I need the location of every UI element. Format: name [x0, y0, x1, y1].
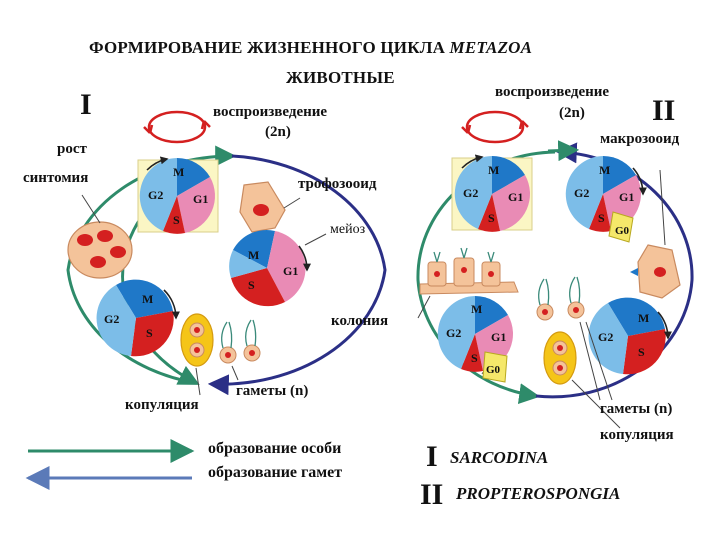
cycle-one-blue-arc: [207, 154, 387, 396]
legend-blue-label: образование гамет: [208, 464, 343, 481]
syntomy-cell: [67, 221, 133, 279]
phase-label-g1: G1: [193, 192, 209, 206]
phase-label-m: M: [142, 292, 154, 306]
phase-label-s: S: [638, 345, 645, 359]
cycle-one-gametes-label: гаметы (n): [236, 383, 309, 399]
reproduction-loop-two: [465, 110, 525, 144]
phase-label-g1: G1: [508, 190, 524, 204]
macrozooid-label: макрозооид: [600, 131, 680, 147]
cycle-two-ploidy-label: (2n): [559, 105, 585, 121]
cycle-two: [416, 110, 694, 429]
phase-g0-wedge: [608, 211, 634, 243]
phase-label-m: M: [599, 163, 611, 177]
cycle-two-gametes-label: гаметы (n): [600, 401, 673, 417]
phase-label-g2: G2: [446, 326, 462, 340]
legend-green-label: образование особи: [208, 440, 342, 457]
phase-label-g0: G0: [486, 364, 501, 376]
cycle-one-ploidy-label: (2n): [265, 124, 291, 140]
cell-cycle-pie-one-bottom: [96, 279, 180, 357]
cycle-two-copulation-label: копуляция: [600, 427, 674, 443]
title-line-two: ЖИВОТНЫЕ: [286, 68, 395, 87]
phase-g2-wedge: [139, 158, 177, 231]
phase-label-m: M: [638, 311, 650, 325]
phase-label-g1: G1: [283, 264, 299, 278]
gametes-one: [219, 319, 261, 364]
phase-label-m: M: [248, 248, 260, 262]
cell-cycle-pie-two-right: [565, 155, 647, 243]
phase-label-g1: G1: [619, 190, 635, 204]
title-prefix: ФОРМИРОВАНИЕ ЖИЗНЕННОГО ЦИКЛА: [89, 38, 446, 57]
phase-label-m: M: [471, 302, 483, 316]
title-line-one: ФОРМИРОВАНИЕ ЖИЗНЕННОГО ЦИКЛА METAZOA: [89, 38, 532, 58]
phase-label-g1: G1: [491, 330, 507, 344]
title-italic: METAZOA: [449, 38, 533, 57]
meiosis-label: мейоз: [330, 222, 366, 237]
phase-label-g2: G2: [574, 186, 590, 200]
phase-g1-wedge: [177, 177, 216, 233]
phase-label-g2: G2: [598, 330, 614, 344]
cycle-one: [66, 110, 387, 396]
reproduction-loop-one: [147, 110, 207, 144]
phase-label-m: M: [488, 163, 500, 177]
cycle-two-reproduction-label: воспроизведение: [495, 84, 610, 100]
phase-m-wedge: [177, 157, 210, 196]
phase-label-m: M: [173, 165, 185, 179]
legend-key-two-numeral: II: [420, 478, 444, 511]
macrozooid-cell: [630, 244, 681, 299]
legend-key-one-numeral: I: [426, 440, 438, 473]
colony-label: колония: [331, 313, 389, 329]
growth-label: рост: [57, 141, 87, 157]
syntomy-label: синтомия: [23, 170, 89, 186]
cycle-one-copulation-label: копуляция: [125, 397, 199, 413]
cycle-one-numeral: I: [80, 88, 92, 121]
phase-label-s: S: [248, 278, 255, 292]
zygote-cell-one: [180, 313, 214, 367]
cycle-two-numeral: II: [652, 94, 676, 127]
legend-key-two-name: PROPTEROSPONGIA: [456, 484, 621, 503]
phase-label-g2: G2: [104, 312, 120, 326]
cell-cycle-pie-two-left: [454, 154, 531, 232]
cell-cycle-pie-two-bottom-left: [437, 295, 514, 383]
phase-s-wedge: [163, 196, 185, 234]
cell-cycle-pie-one-right: [229, 230, 311, 307]
phase-label-s: S: [146, 326, 153, 340]
phase-label-s: S: [488, 211, 495, 225]
phase-label-s: S: [598, 211, 605, 225]
legend: [25, 439, 195, 490]
cell-cycle-pie-one-top: [139, 156, 216, 234]
trophozoite-cell: [239, 181, 286, 233]
trophozoite-label: трофозооид: [298, 176, 377, 192]
gametes-two: [536, 276, 585, 321]
cycle-one-reproduction-label: воспроизведение: [213, 104, 328, 120]
phase-label-g2: G2: [148, 188, 164, 202]
legend-key-one-name: SARCODINA: [450, 448, 549, 467]
zygote-cell-two: [543, 331, 577, 385]
phase-label-g0: G0: [615, 225, 630, 237]
colony-cells: [419, 247, 519, 295]
phase-label-g2: G2: [463, 186, 479, 200]
phase-label-s: S: [471, 351, 478, 365]
phase-label-s: S: [173, 213, 180, 227]
cell-cycle-pie-two-bottom-right: [588, 297, 672, 375]
